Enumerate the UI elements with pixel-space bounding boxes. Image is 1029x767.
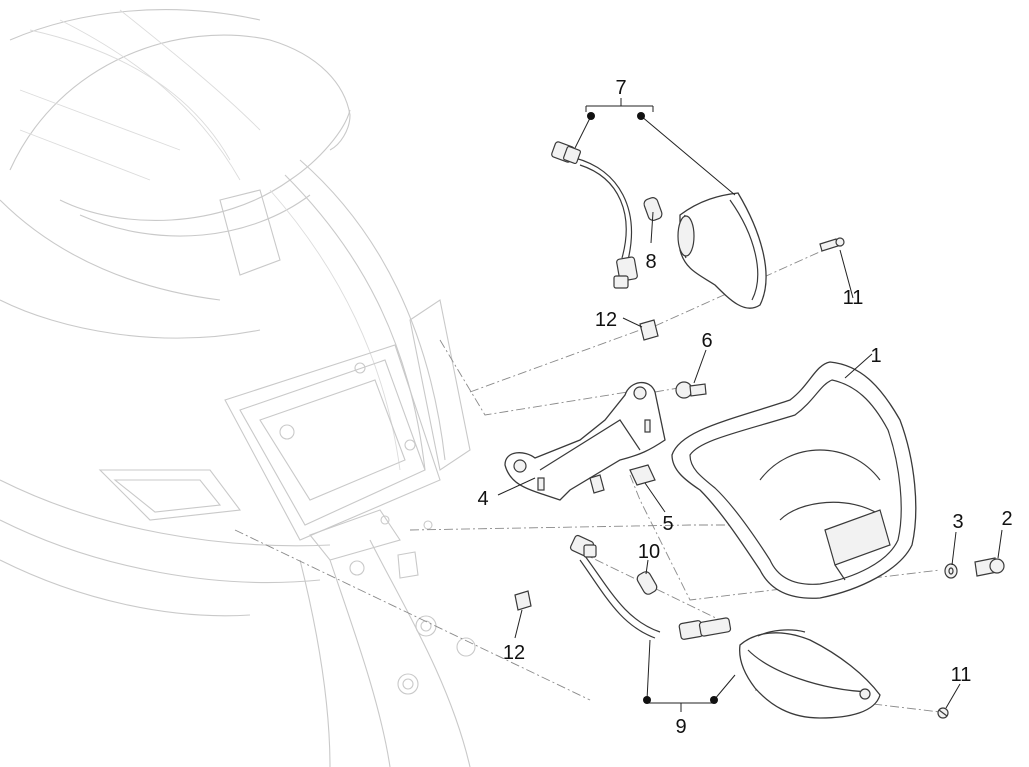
leader-lines [497,98,1003,712]
part-11-lower-screw [937,707,949,719]
callout-9: 9 [675,716,686,738]
part-7-upper-turn-signal [551,141,767,309]
callout-labels: 1 2 3 4 5 6 7 8 9 10 11 11 12 12 [477,77,1012,738]
callout-12-lower: 12 [503,642,525,664]
callout-4: 4 [477,488,488,510]
part-9-lower-turn-signal [569,534,881,719]
callout-11-lower: 11 [951,664,972,686]
callout-1: 1 [870,345,881,367]
scooter-rear-body [0,9,476,767]
callout-6: 6 [701,330,712,352]
part-4-bracket [504,381,666,501]
part-1-tail-light [671,361,917,599]
part-12-upper-clip [639,319,659,341]
part-12-lower-clip [514,590,532,611]
part-2-screw [974,557,1005,577]
callout-11-upper: 11 [843,287,864,309]
part-11-upper-screw [819,237,845,252]
callout-2: 2 [1001,508,1012,530]
callout-12-upper: 12 [595,309,617,331]
part-6-screw [675,381,707,399]
callout-7: 7 [615,77,626,99]
callout-8: 8 [645,251,656,273]
part-3-washer [944,563,958,579]
callout-10: 10 [638,541,660,563]
callout-5: 5 [662,513,673,535]
callout-3: 3 [952,511,963,533]
part-5-clip [629,464,656,486]
